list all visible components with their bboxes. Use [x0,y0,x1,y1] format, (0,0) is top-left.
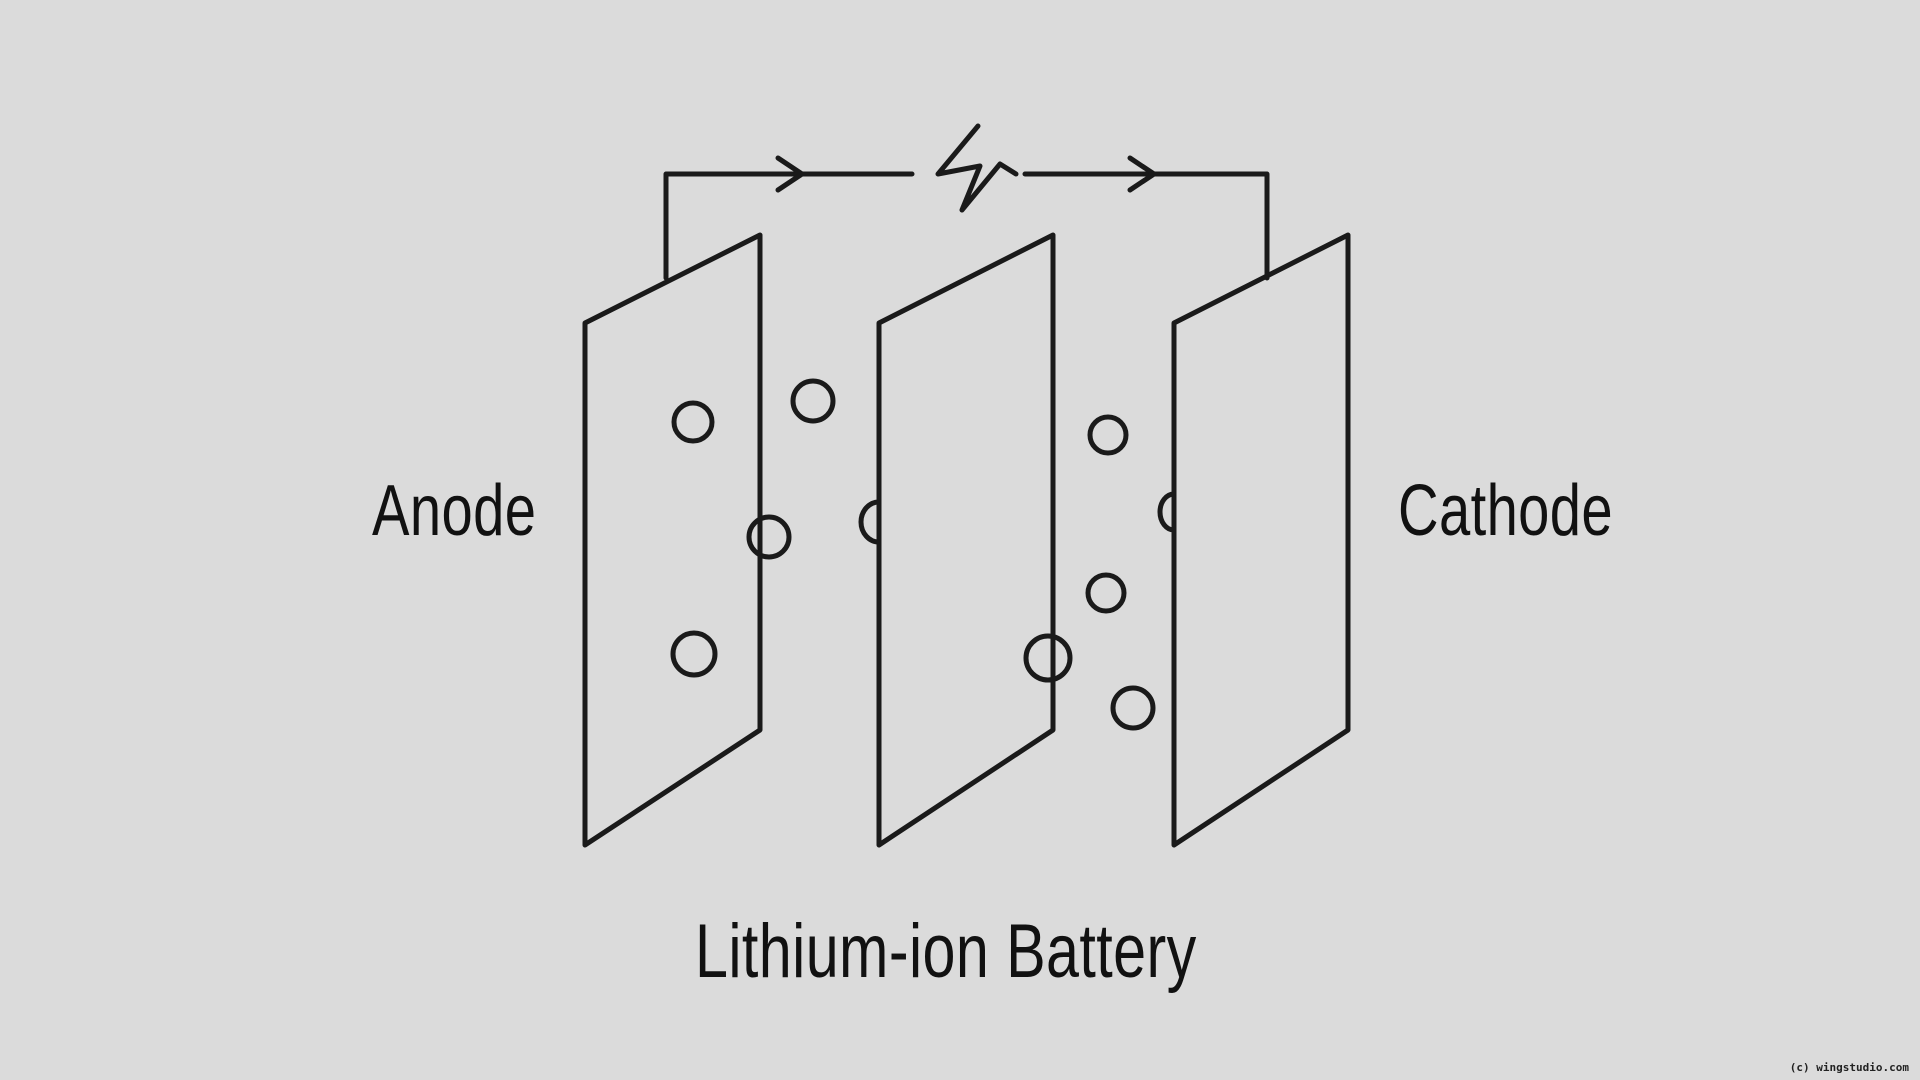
anode-plate [582,232,763,848]
lithium-ion [858,499,882,545]
cathode-label: Cathode [1398,471,1614,551]
arrow-right-icon [775,155,805,193]
lithium-ion [1085,572,1127,614]
watermark: (c) wingstudio.com [1789,1061,1909,1074]
lithium-ion [1157,491,1177,533]
lithium-ion [1110,685,1156,731]
lightning-bolt-icon [935,123,1019,213]
lithium-ion [1023,633,1073,683]
cathode-plate [1171,232,1351,848]
lithium-ion [790,378,836,424]
anode-label: Anode [372,471,537,551]
diagram-title: Lithium-ion Battery [695,909,1197,994]
lithium-ion [1087,414,1129,456]
separator-plate [876,232,1056,848]
lithium-ions [670,378,1177,731]
lithium-ion [671,400,715,444]
circuit-wire [663,171,1270,281]
lithium-ion [746,514,792,560]
arrow-right-icon [1127,155,1157,193]
lithium-ion [670,630,718,678]
